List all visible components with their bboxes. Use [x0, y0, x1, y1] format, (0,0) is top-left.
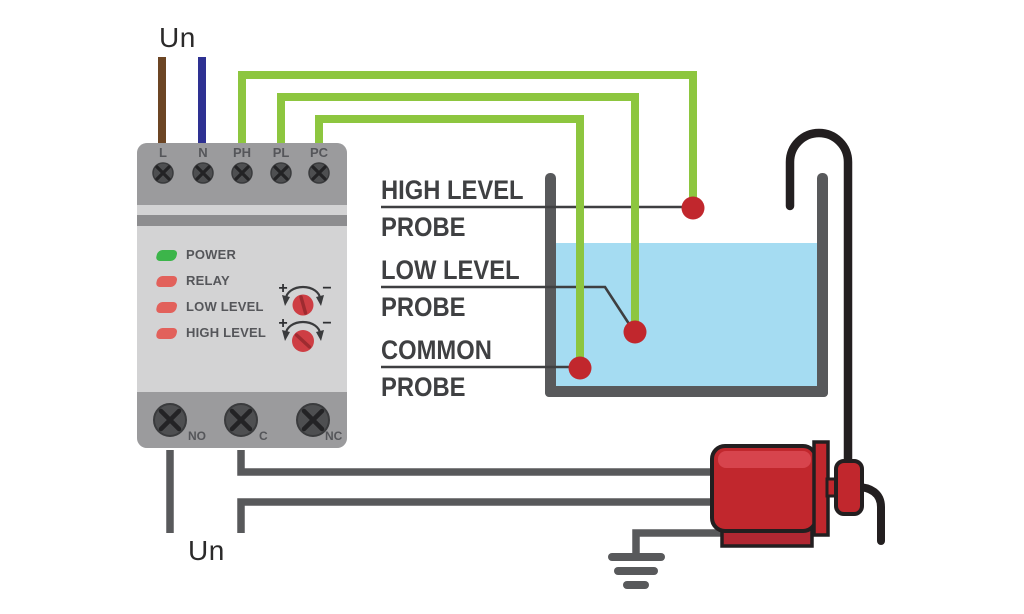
led-indicators	[156, 250, 178, 339]
knob1-arrow-right-icon	[316, 295, 324, 306]
wire-line-brown	[158, 57, 166, 144]
knob2-slot	[294, 333, 312, 349]
knob2-arrow-left-icon	[282, 330, 290, 341]
power-led-icon	[156, 250, 178, 261]
leader-line-low-level	[381, 285, 635, 331]
wire-pl-low-probe	[277, 93, 639, 329]
power-led-label: POWER	[186, 247, 237, 262]
low-level-probe-dot	[623, 320, 647, 344]
wire-pc-common-probe	[315, 115, 584, 365]
terminal-label-pl: PL	[272, 145, 290, 160]
low-level-led-label: LOW LEVEL	[186, 299, 264, 314]
tank	[545, 173, 828, 397]
knob2-arrow-right-icon	[316, 330, 324, 341]
screw-terminal-c-icon	[224, 403, 258, 437]
ground-bar-1	[608, 553, 665, 561]
terminal-label-l: L	[159, 145, 167, 160]
ground-bar-3	[623, 581, 649, 589]
top-screw-terminals	[152, 162, 330, 184]
wire-neutral-blue	[198, 57, 206, 144]
knob1-plus-sign: +	[278, 280, 287, 297]
supply-un-bottom-label: Un	[188, 535, 225, 566]
probe-wires	[238, 71, 697, 365]
knob1-slot	[299, 295, 308, 315]
high-level-probe-dot	[681, 196, 705, 220]
high-level-led-icon	[156, 328, 178, 339]
adjustment-knob-1: + −	[278, 280, 332, 316]
leader-lines	[381, 205, 693, 369]
screw-terminal-n-icon	[192, 162, 214, 184]
wire-c-to-pump	[237, 450, 713, 476]
relay-device: + − + −	[137, 143, 347, 448]
screw-terminal-pl-icon	[270, 162, 292, 184]
terminal-label-ph: PH	[232, 145, 252, 160]
knob2-plus-sign: +	[278, 315, 287, 332]
terminal-label-no: NO	[188, 429, 206, 443]
adjustment-knob-2: + −	[278, 315, 332, 352]
tank-wall-left	[545, 173, 556, 397]
supply-un-top-label: Un	[159, 22, 196, 53]
low-level-led-icon	[156, 302, 178, 313]
screw-terminal-no-icon	[153, 403, 187, 437]
pump-motor-highlight	[718, 451, 811, 468]
wire-pump-ground	[632, 529, 723, 557]
relay-stripe	[137, 215, 347, 226]
output-wires	[166, 450, 723, 557]
terminal-label-c: C	[259, 429, 268, 443]
pump-discharge-pipe-hook	[785, 128, 853, 475]
wire-ph-high-probe	[238, 71, 697, 203]
common-probe-dot	[568, 356, 592, 380]
pump	[710, 440, 885, 548]
relay-top-strip-square	[137, 180, 347, 205]
terminal-label-n: N	[198, 145, 208, 160]
common-probe-label-line2: PROBE	[381, 372, 466, 402]
knob2-rotation-arc-icon	[284, 320, 322, 335]
low-level-probe-label-line2: PROBE	[381, 292, 466, 322]
screw-terminal-pc-icon	[308, 162, 330, 184]
terminal-label-pc: PC	[309, 145, 329, 160]
high-level-led-label: HIGH LEVEL	[186, 325, 267, 340]
tank-water	[556, 243, 817, 386]
tank-bottom	[545, 386, 828, 397]
low-level-probe-label-line1: LOW LEVEL	[381, 255, 520, 285]
knob1-minus-sign: −	[322, 280, 331, 297]
knob1-arrow-left-icon	[282, 295, 290, 306]
common-probe-label-line1: COMMON	[381, 335, 492, 365]
knob2-minus-sign: −	[322, 315, 331, 332]
ground-bar-2	[614, 567, 658, 575]
wire-pump-return	[237, 498, 713, 533]
ground-icon	[608, 553, 665, 589]
high-level-probe-label-line2: PROBE	[381, 212, 466, 242]
knob1-rotation-arc-icon	[284, 285, 322, 300]
terminal-label-nc: NC	[325, 429, 343, 443]
tank-wall-right	[817, 173, 828, 397]
screw-terminal-l-icon	[152, 162, 174, 184]
screw-terminal-ph-icon	[231, 162, 253, 184]
bottom-screw-terminals	[153, 403, 330, 437]
relay-led-icon	[156, 276, 178, 287]
relay-led-label: RELAY	[186, 273, 230, 288]
pump-head	[834, 459, 864, 516]
high-level-probe-label-line1: HIGH LEVEL	[381, 175, 524, 205]
screw-terminal-nc-icon	[296, 403, 330, 437]
